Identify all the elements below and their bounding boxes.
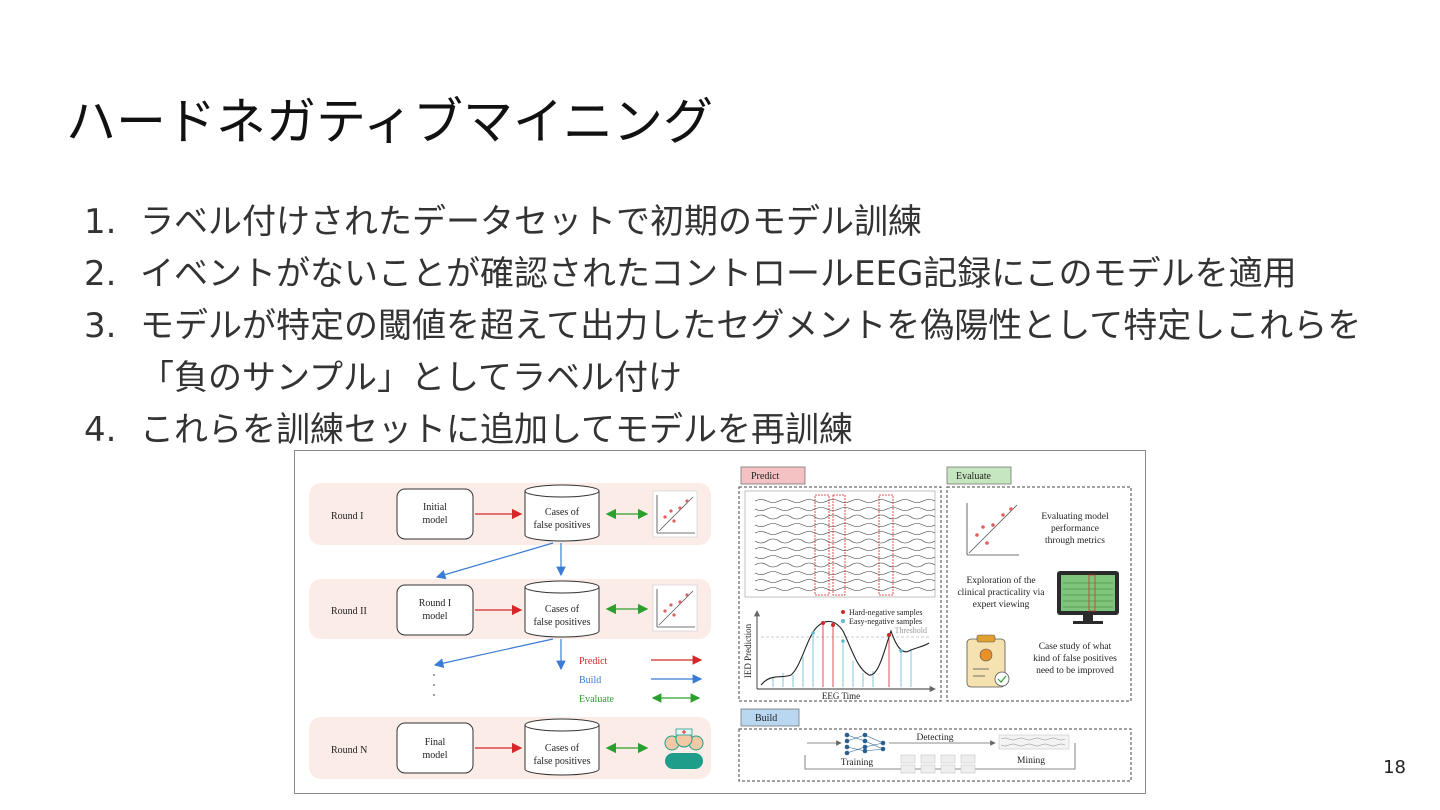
hard-negative-legend-dot (841, 610, 845, 614)
step-text: ラベル付けされたデータセットで初期のモデル訓練 (140, 202, 922, 242)
predict-tag-label: Predict (751, 471, 780, 482)
easy-negative-label: Easy-negative samples (849, 617, 922, 626)
evaluate-text: expert viewing (973, 600, 1030, 610)
model-box (396, 722, 474, 774)
cases-label: false positives (534, 617, 591, 628)
step-text: これらを訓練セットに追加してモデルを再訓練 (140, 410, 853, 450)
build-arrow (435, 542, 554, 580)
page-number: 18 (1383, 757, 1406, 778)
build-panel: Build Detecting Training Mining (738, 708, 1132, 782)
round-band (309, 579, 711, 639)
threshold-label: Threshold (895, 626, 927, 635)
evaluate-text: performance (1051, 523, 1099, 534)
ellipsis-dots (433, 674, 435, 696)
step-number: 1. (84, 202, 117, 242)
metrics-scatter-icon (966, 503, 1019, 556)
round-n-row: Round N Final model Cases of false posit… (309, 717, 711, 779)
evaluate-tag-label: Evaluate (956, 471, 992, 482)
cases-label: Cases of (545, 604, 580, 615)
model-label: model (423, 750, 448, 761)
step-item: 2. イベントがないことが確認されたコントロールEEG記録にこのモデルを適用 (84, 248, 1384, 300)
evaluate-tag (946, 466, 1012, 485)
round-2-row: Round II Round I model Cases of false po… (309, 579, 711, 639)
step-text: イベントがないことが確認されたコントロールEEG記録にこのモデルを適用 (140, 254, 1297, 294)
sample-thumbnails (900, 754, 976, 774)
step-item: 4. これらを訓練セットに追加してモデルを再訓練 (84, 404, 1384, 456)
step-text: モデルが特定の閾値を超えて出力したセグメントを偽陽性として特定しこれらを「負のサ… (140, 306, 1362, 398)
prediction-plot: Threshold Hard-negative samples Easy-neg… (743, 608, 936, 701)
legend-evaluate-label: Evaluate (579, 694, 615, 705)
false-positives-cylinder (524, 718, 600, 776)
steps-list: 1. ラベル付けされたデータセットで初期のモデル訓練 2. イベントがないことが確認… (84, 196, 1384, 456)
hard-negative-mining-figure: Round I Initial model Cases of false pos… (294, 450, 1146, 794)
step-item: 1. ラベル付けされたデータセットで初期のモデル訓練 (84, 196, 1384, 248)
evaluate-text: through metrics (1045, 536, 1105, 546)
training-label: Training (841, 758, 874, 768)
step-number: 4. (84, 410, 117, 450)
round-label: Round II (331, 606, 367, 617)
cases-label: false positives (534, 756, 591, 767)
round-1-row: Round I Initial model Cases of false pos… (309, 483, 711, 545)
step-item: 3. モデルが特定の閾値を超えて出力したセグメントを偽陽性として特定しこれらを「負… (84, 300, 1384, 404)
mining-label: Mining (1017, 756, 1045, 766)
false-positives-cylinder (524, 580, 600, 638)
model-label: model (423, 515, 448, 526)
round-label: Round I (331, 511, 364, 522)
evaluate-text: Exploration of the (966, 575, 1035, 586)
y-axis-label: IED Prediction (743, 623, 753, 678)
model-box (396, 488, 474, 540)
build-tag (740, 708, 800, 727)
predict-box (738, 486, 942, 702)
neural-network-icon (844, 732, 886, 756)
clipboard-icon (966, 634, 1010, 688)
legend-predict-label: Predict (579, 656, 608, 667)
build-loop-line (804, 743, 1076, 770)
hard-negative-label: Hard-negative samples (849, 608, 923, 617)
evaluate-text: clinical practicality via (957, 588, 1045, 598)
evaluate-box (946, 486, 1132, 702)
evaluate-text: Evaluating model (1041, 512, 1109, 522)
model-label: Initial (423, 502, 447, 513)
step-number: 3. (84, 306, 117, 346)
figure-diagram: Round I Initial model Cases of false pos… (309, 466, 1132, 782)
eeg-traces (744, 490, 936, 598)
detecting-label: Detecting (917, 733, 954, 743)
evaluate-panel: Evaluate Evaluating model performance th… (946, 466, 1132, 702)
model-label: model (423, 611, 448, 622)
prediction-curve (760, 620, 930, 686)
scatter-plot-icon (652, 584, 698, 632)
model-box (396, 584, 474, 636)
round-label: Round N (331, 745, 367, 756)
monitor-icon (1057, 571, 1119, 624)
scatter-plot-icon (652, 490, 698, 538)
evaluate-text: need to be improved (1036, 666, 1114, 676)
false-positives-cylinder (524, 484, 600, 542)
eeg-segment-thumbnail (998, 734, 1070, 750)
build-box (738, 728, 1132, 782)
predict-tag (740, 466, 806, 485)
cases-label: false positives (534, 520, 591, 531)
arrow-legend: Predict Build Evaluate (579, 655, 703, 705)
build-tag-label: Build (755, 713, 777, 724)
model-label: Round I (419, 598, 452, 609)
cases-label: Cases of (545, 507, 580, 518)
predict-panel: Predict Threshold (738, 466, 942, 702)
legend-build-label: Build (579, 675, 601, 686)
step-number: 2. (84, 254, 117, 294)
easy-negative-legend-dot (841, 619, 845, 623)
x-axis-label: EEG Time (822, 691, 860, 701)
evaluate-text: Case study of what (1039, 641, 1112, 652)
build-arrow (433, 638, 554, 668)
doctors-icon (664, 728, 704, 769)
model-label: Final (425, 737, 446, 748)
cases-label: Cases of (545, 743, 580, 754)
slide-title: ハードネガティブマイニング (66, 93, 713, 151)
evaluate-text: kind of false positives (1033, 653, 1117, 664)
